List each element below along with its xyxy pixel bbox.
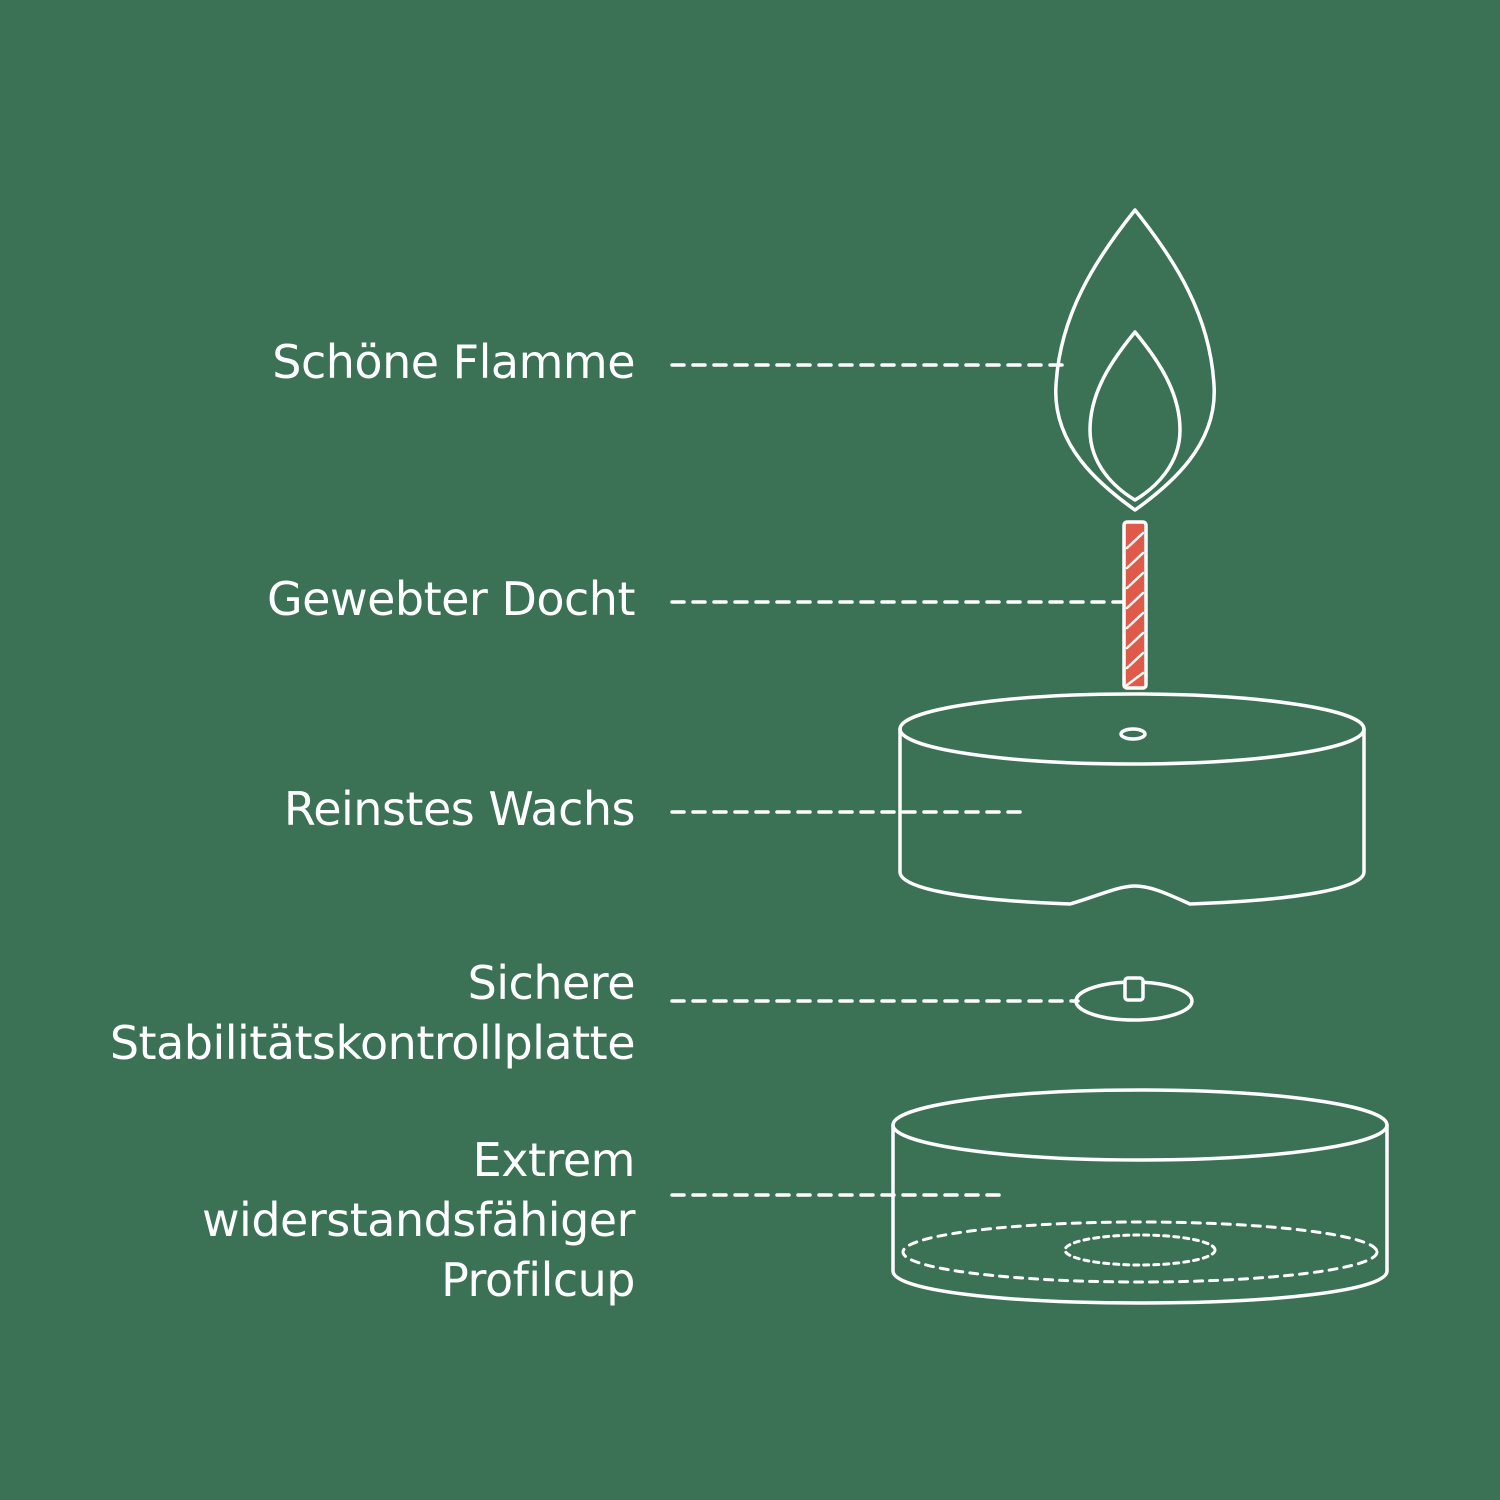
wax-block-icon — [898, 692, 1366, 906]
flame-outer-icon — [1054, 208, 1216, 512]
label-cup-line-3: Profilcup — [441, 1253, 635, 1307]
label-plate-line-1: Sichere — [467, 956, 636, 1010]
label-wick: Gewebter Docht — [267, 569, 636, 629]
label-wax: Reinstes Wachs — [283, 779, 636, 839]
label-plate: Sichere Stabilitätskontrollplatte — [109, 953, 636, 1073]
wick-weave-pattern — [1125, 531, 1145, 687]
label-cup: Extrem widerstandsfähiger Profilcup — [201, 1130, 636, 1310]
flame-inner-icon — [1088, 330, 1182, 502]
stability-plate-icon — [1074, 976, 1194, 1022]
label-cup-line-1: Extrem — [472, 1133, 636, 1187]
cup-icon — [891, 1088, 1389, 1305]
label-cup-line-2: widerstandsfähiger — [201, 1193, 636, 1247]
label-flame-line-1: Schöne Flamme — [272, 335, 635, 389]
label-wax-line-1: Reinstes Wachs — [283, 782, 636, 836]
label-wick-line-1: Gewebter Docht — [267, 572, 636, 626]
label-flame: Schöne Flamme — [272, 332, 635, 392]
label-plate-line-2: Stabilitätskontrollplatte — [109, 1016, 636, 1070]
